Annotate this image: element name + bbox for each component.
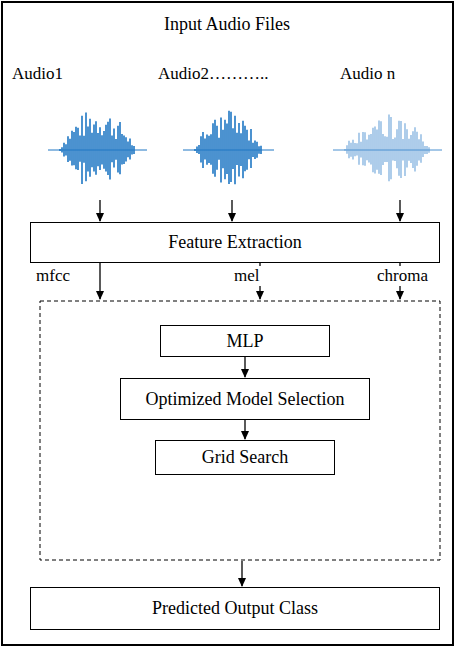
box-text: Grid Search	[202, 447, 288, 468]
output-box: Predicted Output Class	[30, 587, 440, 630]
feature-label: chroma	[375, 266, 430, 286]
audio-label: Audio2………..	[158, 64, 269, 84]
diagram-title: Input Audio Files	[164, 14, 290, 35]
flow-arrow	[244, 357, 245, 377]
process-box: Feature Extraction	[30, 222, 440, 263]
feature-label: mel	[232, 266, 262, 286]
dashed-group	[40, 301, 440, 560]
box-text: Optimized Model Selection	[146, 389, 345, 410]
box-text: Feature Extraction	[168, 232, 301, 253]
process-box: MLP	[160, 325, 330, 357]
waveform-icons	[48, 111, 442, 184]
feature-label: mfcc	[34, 266, 72, 286]
box-text: MLP	[226, 331, 263, 352]
process-box: Grid Search	[155, 440, 335, 475]
audio-label: Audio1	[12, 64, 63, 84]
process-box: Optimized Model Selection	[120, 378, 370, 420]
audio-label: Audio n	[340, 64, 395, 84]
box-text: Predicted Output Class	[152, 598, 318, 619]
flow-arrow	[244, 420, 245, 439]
